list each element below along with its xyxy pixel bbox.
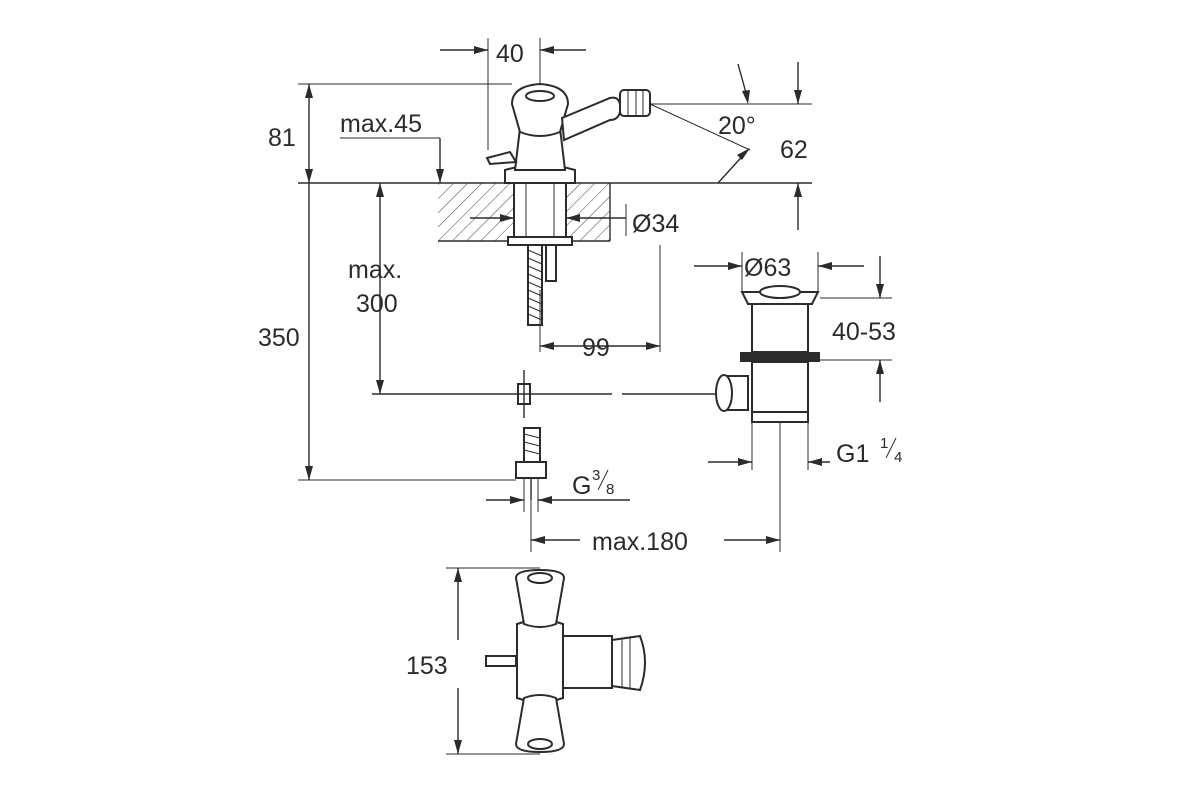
spout-arm [560, 96, 621, 142]
dim-thread-supply-den: 8 [606, 481, 614, 498]
popup-linkage [372, 370, 718, 500]
dim-99: 99 [582, 334, 610, 362]
dim-height-81: 81 [268, 124, 296, 152]
waste-assembly [715, 285, 820, 423]
dim-thread-supply: G [572, 472, 591, 500]
faucet-side-view [485, 82, 651, 326]
waste-outlet [751, 411, 809, 423]
dim-max-300-value: 300 [356, 290, 398, 318]
plan-handle-top [514, 568, 566, 628]
handle-cap [525, 90, 555, 102]
plan-lever [485, 655, 517, 667]
popup-lever [485, 150, 518, 166]
dim-max-label: max. [348, 256, 402, 284]
supply-nut [515, 461, 547, 479]
plan-nozzle [611, 634, 646, 692]
waste-body-upper [751, 303, 809, 353]
countertop-hatch-right [566, 183, 610, 241]
dim-thread-main: G1 [836, 440, 869, 468]
dim-waste-range: 40-53 [832, 318, 896, 346]
dim-spout-height: 62 [780, 136, 808, 164]
dim-thread-main-den: 4 [894, 449, 902, 466]
dim-waste-diameter: Ø63 [744, 254, 791, 282]
dim-thread-supply-num: 3 [592, 467, 600, 484]
spout-nozzle [619, 89, 651, 117]
faucet-plan-view [485, 568, 646, 754]
plan-spout [562, 635, 613, 689]
fixing-nut [507, 236, 573, 246]
fraction-slash-main [885, 437, 897, 459]
dim-max-180: max.180 [592, 528, 688, 556]
popup-rod [545, 244, 557, 282]
dim-top-width: 40 [496, 40, 524, 68]
waste-seal [740, 352, 820, 362]
dimension-labels: 40 81 max.45 20° 62 Ø34 max. 300 350 99 … [258, 40, 902, 680]
plan-body [516, 619, 564, 703]
waste-body-lower [751, 361, 809, 413]
fixing-shank [513, 182, 567, 240]
fraction-slash-supply [597, 469, 609, 491]
dim-total-height: 350 [258, 324, 300, 352]
dimension-lines [298, 38, 892, 755]
dim-max-45: max.45 [340, 110, 422, 138]
plan-handle-bottom [514, 694, 566, 754]
dim-plan-width: 153 [406, 652, 448, 680]
countertop-hatch-left [438, 183, 516, 241]
dim-hole-diameter: Ø34 [632, 210, 679, 238]
pivot-nut [715, 374, 733, 412]
dim-thread-main-num: 1 [880, 435, 888, 452]
dim-angle: 20° [718, 112, 756, 140]
